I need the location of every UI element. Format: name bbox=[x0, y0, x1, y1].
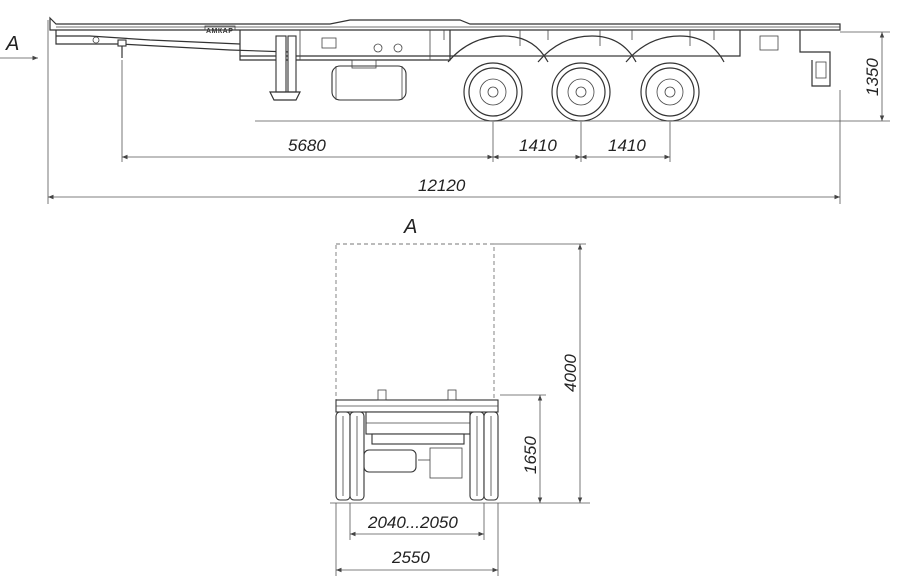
dim-overall-length: 12120 bbox=[47, 20, 841, 204]
dim-frame-height: 1650 bbox=[500, 394, 546, 503]
dim-container-height: 4000 bbox=[494, 243, 586, 503]
front-view-title: A bbox=[403, 216, 417, 238]
wheel-axle-2 bbox=[551, 62, 611, 122]
dim-label-1650: 1650 bbox=[521, 436, 540, 474]
front-view: A bbox=[330, 216, 590, 576]
dim-label-1350: 1350 bbox=[863, 58, 882, 96]
front-wheel-right bbox=[469, 411, 499, 501]
dim-label-2550: 2550 bbox=[391, 548, 430, 567]
wheel-axle-3 bbox=[640, 62, 700, 122]
chassis-frame bbox=[49, 16, 841, 87]
dim-label-12120: 12120 bbox=[418, 176, 466, 195]
dim-label-5680: 5680 bbox=[288, 136, 326, 155]
dim-platform-height: 1350 bbox=[840, 31, 890, 121]
dim-label-4000: 4000 bbox=[561, 354, 580, 392]
front-wheel-left bbox=[335, 411, 365, 501]
dim-label-1410-b: 1410 bbox=[608, 136, 646, 155]
dim-overall-width: 2550 bbox=[335, 503, 499, 576]
brand-plate: АМКАР bbox=[206, 28, 233, 35]
air-tank bbox=[331, 59, 407, 101]
dim-chain: 5680 1410 1410 bbox=[121, 60, 671, 162]
dim-track-width: 2040...2050 bbox=[349, 503, 485, 540]
side-view: A bbox=[0, 16, 890, 204]
dim-label-1410-a: 1410 bbox=[519, 136, 557, 155]
dim-label-track: 2040...2050 bbox=[367, 513, 458, 532]
container-outline bbox=[335, 243, 495, 401]
front-frame bbox=[335, 389, 499, 479]
suspension bbox=[447, 35, 725, 63]
view-marker-a: A bbox=[5, 33, 19, 55]
landing-gear bbox=[269, 35, 301, 101]
wheel-axle-1 bbox=[463, 62, 523, 122]
kingpin bbox=[117, 39, 127, 58]
